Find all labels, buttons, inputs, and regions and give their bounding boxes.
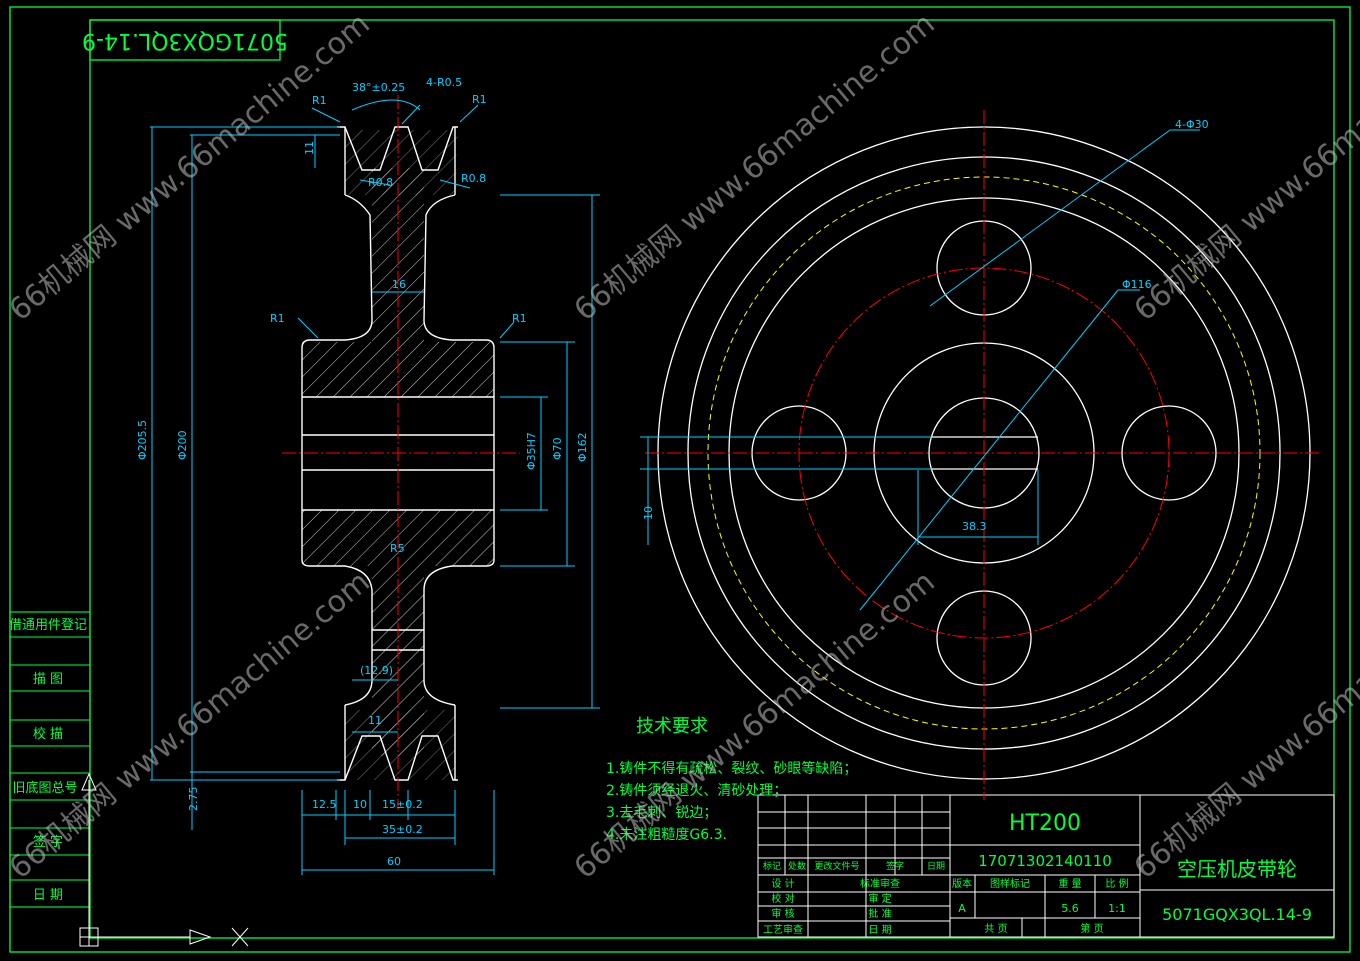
serial-number: 17071302140110 — [978, 852, 1112, 870]
dim-r1-top-left: R1 — [312, 94, 327, 107]
dim-w125: 12.5 — [312, 798, 337, 811]
top-drawing-number: 5071GQX3QL.14-9 — [82, 28, 288, 53]
dim-r1-mid-right: R1 — [512, 312, 527, 325]
watermark: 66机械网 www.66machine.com — [3, 564, 377, 886]
material: HT200 — [1009, 811, 1081, 836]
left-row-label: 工艺审查 — [763, 923, 803, 936]
version: A — [958, 902, 966, 915]
dim-w60: 60 — [387, 855, 401, 868]
section-dimensions — [150, 99, 600, 875]
tech-item: 3.去毛刺、锐边； — [606, 805, 717, 821]
watermark: 66机械网 www.66machine.com — [3, 6, 377, 328]
dim-keyway-width: 10 — [642, 506, 655, 520]
info-header: 版本 — [952, 877, 972, 890]
tech-title: 技术要求 — [636, 716, 708, 737]
info-header: 比 例 — [1105, 877, 1128, 890]
title-block — [757, 794, 1335, 938]
dim-r08-right: R0.8 — [461, 172, 486, 185]
dim-r1-top-right: R1 — [472, 93, 487, 106]
mid-row-label: 审 定 — [868, 892, 891, 905]
dim-groove-depth: 11 — [303, 141, 316, 155]
dim-keyway-depth: 38.3 — [962, 520, 987, 533]
side-label: 旧底图总号 — [12, 780, 77, 796]
dim-w35: 35±0.2 — [382, 823, 423, 836]
header-label: 处数 — [788, 860, 806, 872]
dim-holes: 4-Φ30 — [1175, 118, 1209, 131]
dim-fillet: 4-R0.5 — [426, 76, 462, 89]
drawing-frame — [9, 6, 1351, 953]
side-label: 签 字 — [33, 834, 63, 850]
dim-pcd: Φ116 — [1122, 278, 1152, 291]
tech-item: 1.铸件不得有疏松、裂纹、砂眼等缺陷； — [606, 760, 857, 777]
mid-row-label: 标准审查 — [860, 877, 900, 890]
header-label: 更改文件号 — [814, 860, 859, 872]
side-label: 校 描 — [33, 726, 63, 742]
sheet-number: 第 页 — [1080, 922, 1103, 935]
drawing-number: 5071GQX3QL.14-9 — [1162, 905, 1312, 924]
dim-angle: 38°±0.25 — [352, 81, 405, 94]
left-row-label: 审 核 — [771, 907, 794, 920]
dim-hub-dia: Φ70 — [551, 437, 564, 460]
watermark: 66机械网 www.66machine.com — [568, 564, 942, 886]
header-label: 日期 — [927, 861, 945, 872]
mid-row-label: 批 准 — [868, 907, 891, 920]
dim-pitch-dia: Φ200 — [176, 430, 189, 460]
section-view — [282, 95, 520, 810]
tech-item: 4.未注粗糙度G6.3. — [606, 827, 727, 843]
front-dimensions — [640, 129, 1200, 611]
scale: 1:1 — [1108, 902, 1126, 915]
dim-w10: 10 — [353, 798, 367, 811]
dim-w15: 15±0.2 — [382, 798, 423, 811]
front-view — [645, 110, 1320, 800]
dim-groove-11: 11 — [368, 714, 382, 727]
dim-r08-left: R0.8 — [368, 176, 393, 189]
watermark: 66机械网 www.66machine.com — [568, 6, 942, 328]
header-label: 签字 — [886, 860, 904, 872]
info-header: 图样标记 — [990, 877, 1030, 890]
dim-groove-129: (12.9) — [360, 664, 393, 677]
part-name: 空压机皮带轮 — [1177, 857, 1297, 881]
side-strip — [9, 611, 91, 908]
left-row-label: 设 计 — [771, 877, 794, 890]
dim-bore-dia: Φ35H7 — [525, 432, 538, 470]
tech-item: 2.铸件须经退火、清砂处理； — [606, 783, 787, 799]
dim-r5: R5 — [390, 542, 405, 555]
dim-web: 16 — [392, 278, 406, 291]
watermark: 66机械网 www.66machine.com — [1128, 6, 1360, 328]
ucs-icon — [79, 772, 249, 947]
info-header: 重 量 — [1058, 877, 1081, 890]
left-row-label: 校 对 — [771, 892, 794, 905]
weight: 5.6 — [1061, 902, 1079, 915]
watermark-layer: 66机械网 www.66machine.com 66机械网 www.66mach… — [3, 6, 1360, 886]
side-label: 日 期 — [33, 888, 63, 903]
dim-275: 2.75 — [187, 787, 200, 812]
sheet-total: 共 页 — [984, 923, 1007, 935]
side-label: 描 图 — [33, 672, 63, 687]
mid-row-label: 日 期 — [868, 924, 891, 936]
header-label: 标记 — [763, 860, 781, 872]
side-label: 借通用件登记 — [9, 618, 87, 633]
dim-r1-mid-left: R1 — [270, 312, 285, 325]
dim-162: Φ162 — [576, 432, 589, 462]
dim-outer-dia: Φ205.5 — [136, 420, 149, 460]
